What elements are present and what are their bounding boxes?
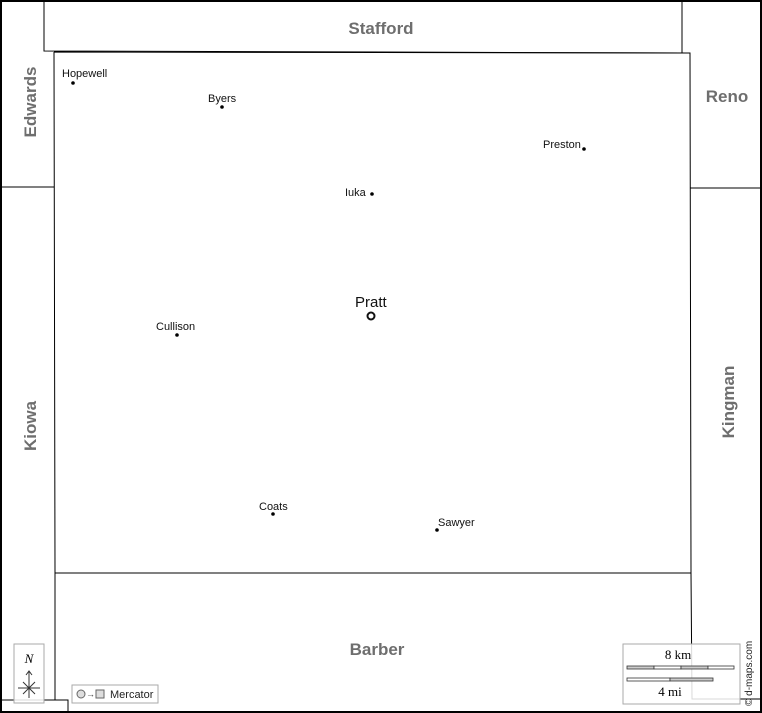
compass: N [13, 643, 45, 704]
scale-km-label: 8 km [665, 647, 691, 662]
town-pratt: Pratt [355, 294, 388, 311]
town-coats: Coats [259, 501, 288, 513]
town-dot-icon [271, 512, 275, 516]
town-dot-icon [435, 528, 439, 532]
arrow-icon: → [86, 689, 95, 699]
county-label-stafford: Stafford [348, 19, 413, 38]
projection-box: → Mercator [71, 684, 159, 704]
town-dot-icon [71, 81, 75, 85]
county-label-edwards: Edwards [21, 67, 40, 138]
scale-mi-label: 4 mi [658, 684, 682, 699]
towns: Hopewell Byers Preston Iuka Pratt Cullis… [62, 68, 586, 532]
credit-watermark: © d-maps.com [744, 641, 755, 706]
town-dot-icon [220, 105, 224, 109]
globe-icon [76, 689, 86, 699]
town-dot-icon [370, 192, 374, 196]
circle-seat-icon [366, 311, 376, 321]
scale-bar: 8 km 4 mi [622, 643, 741, 705]
square-projection-icon [95, 689, 105, 699]
town-cullison: Cullison [156, 321, 195, 333]
town-iuka: Iuka [345, 187, 367, 199]
county-label-barber: Barber [350, 640, 405, 659]
projection-label: Mercator [110, 689, 154, 701]
town-hopewell: Hopewell [62, 68, 107, 80]
compass-north-label: N [24, 651, 35, 666]
town-dot-icon [175, 333, 179, 337]
county-label-kingman: Kingman [719, 366, 738, 439]
town-byers: Byers [208, 93, 237, 105]
county-label-kiowa: Kiowa [21, 400, 40, 451]
north-arrow-icon [18, 670, 40, 698]
town-sawyer: Sawyer [438, 517, 475, 529]
county-label-reno: Reno [706, 87, 749, 106]
town-dot-icon [582, 147, 586, 151]
town-preston: Preston [543, 139, 581, 151]
